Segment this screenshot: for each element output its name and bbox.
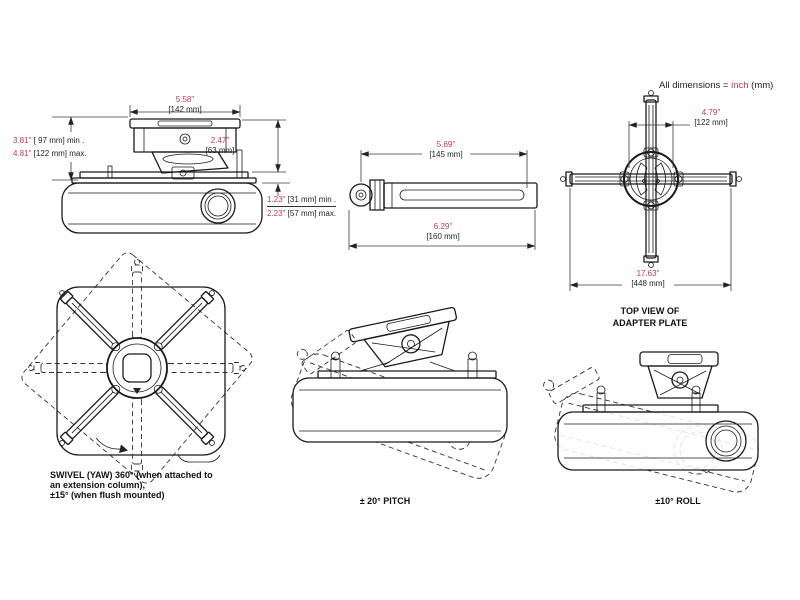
- note-prefix: All dimensions =: [659, 80, 732, 91]
- roll-view-drawing: [543, 351, 759, 493]
- roll-caption: ±10° ROLL: [655, 496, 701, 506]
- plate-caption: TOP VIEW OF ADAPTER PLATE: [612, 306, 688, 328]
- front-gap-dimension: 1.23" [31 mm] min . 2.23" [57 mm] max.: [267, 195, 337, 218]
- pitch-caption: ± 20° PITCH: [359, 496, 411, 506]
- note-unit: inch: [731, 80, 749, 91]
- arm-overall-dimension: 6.29" [160 mm]: [426, 222, 460, 241]
- front-view-drawing: [52, 105, 290, 234]
- arm-view-drawing: [348, 150, 538, 250]
- plate-view-drawing: [560, 90, 742, 291]
- plate-overall-dimension: 17.63" [448 mm]: [631, 269, 665, 288]
- front-drop-dimension: 2.47" [63 mm]: [205, 136, 235, 155]
- pitch-view-drawing: [290, 306, 508, 479]
- dimensions-note: All dimensions = inch (mm): [659, 80, 773, 91]
- arm-slot-dimension: 5.69" [145 mm]: [429, 140, 463, 159]
- swivel-caption: SWIVEL (YAW) 360° (when attached to an e…: [50, 470, 213, 500]
- swivel-view-drawing: [21, 252, 253, 484]
- front-height-dimension: 3.81" [ 97 mm] min . 4.81" [122 mm] max.: [13, 136, 87, 158]
- note-suffix: (mm): [748, 80, 774, 91]
- front-width-dimension: 5.58" [142 mm]: [168, 95, 202, 114]
- plate-hub-dimension: 4.79" [122 mm]: [694, 108, 728, 127]
